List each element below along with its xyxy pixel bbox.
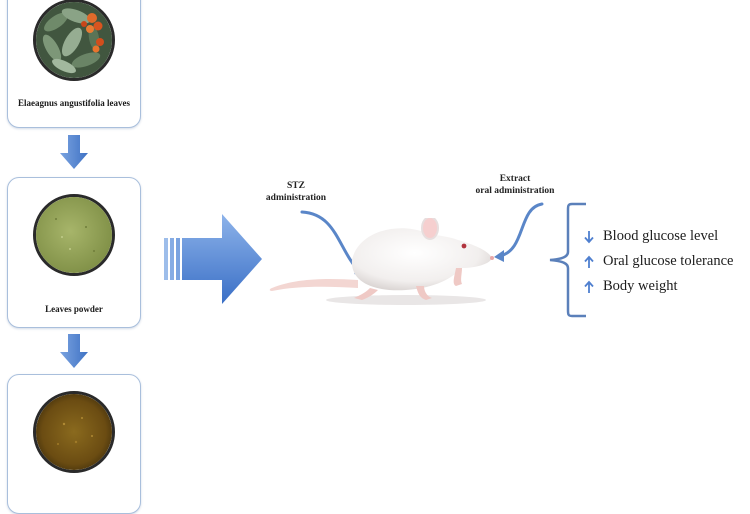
stage-label: Elaeagnus angustifolia leaves [17, 98, 130, 108]
stz-annotation: STZ administration [256, 180, 336, 204]
stage-card-leaves: Elaeagnus angustifolia leaves [7, 0, 141, 128]
stz-annotation-line2: administration [265, 193, 327, 203]
arrow-down-icon [584, 230, 594, 243]
powder-photo [33, 194, 115, 276]
outcome-brace-icon [549, 202, 586, 318]
arrow-up-icon [584, 255, 594, 268]
outcome-blood-glucose: Blood glucose level [583, 224, 750, 249]
arrow-up-icon [584, 280, 594, 293]
down-arrow-icon [60, 135, 88, 169]
outcome-label: Blood glucose level [603, 228, 719, 244]
extract-annotation-line1: Extract [499, 174, 531, 184]
outcome-body-weight: Body weight [583, 274, 750, 299]
extract-annotation-line2: oral administration [475, 186, 555, 196]
outcome-label: Oral glucose tolerance [603, 253, 734, 269]
leaves-photo [33, 0, 115, 81]
stage-label: Leaves powder [45, 304, 103, 314]
rat-illustration [269, 218, 494, 305]
down-arrow-icon [60, 334, 88, 368]
outcome-label: Body weight [603, 278, 678, 294]
extract-pointer-arrow-icon [494, 202, 544, 262]
extract-annotation: Extract oral administration [462, 173, 568, 197]
stz-annotation-line1: STZ [287, 181, 305, 191]
outcome-list: Blood glucose level Oral glucose toleran… [583, 224, 750, 299]
extract-photo [33, 391, 115, 473]
outcome-glucose-tolerance: Oral glucose tolerance [583, 249, 750, 274]
stage-card-powder: Leaves powder [7, 177, 141, 328]
stage-card-extract [7, 374, 141, 514]
process-arrow-icon [164, 214, 262, 304]
